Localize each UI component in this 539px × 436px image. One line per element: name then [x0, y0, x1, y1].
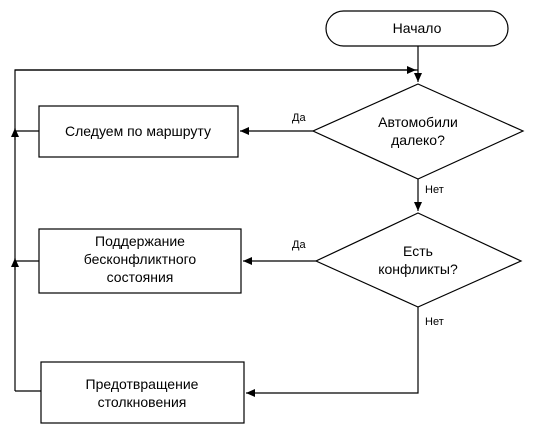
edge-d2-no: [246, 307, 419, 397]
start-label: Начало: [393, 20, 442, 36]
action1-label: Следуем по маршруту: [65, 123, 211, 139]
action2-line2: бесконфликтного: [84, 251, 197, 267]
action-follow-route: Следуем по маршруту: [38, 105, 239, 158]
action3-line1: Предотвращение: [86, 376, 199, 392]
action2-line1: Поддержание: [95, 233, 185, 249]
connectors: [11, 46, 422, 397]
decision2-line1: Есть: [403, 243, 433, 259]
action-prevent-collision: Предотвращение столкновения: [40, 361, 245, 424]
decision-conflicts: Есть конфликты?: [314, 212, 523, 308]
decision2-line2: конфликты?: [378, 261, 458, 277]
edge-label-d2-yes: Да: [292, 239, 306, 251]
decision-cars-far: Автомобили далеко?: [311, 83, 525, 180]
edge-label-d2-no: Нет: [425, 316, 444, 328]
decision1-line2: далеко?: [391, 132, 445, 148]
action3-line2: столкновения: [98, 394, 187, 410]
edge-label-d1-yes: Да: [292, 112, 306, 124]
edge-label-d1-no: Нет: [425, 184, 444, 196]
action2-line3: состояния: [107, 269, 174, 285]
start-terminator: Начало: [325, 10, 509, 47]
action-maintain-conflict-free: Поддержание бесконфликтного состояния: [38, 228, 242, 294]
decision1-line1: Автомобили: [378, 114, 458, 130]
